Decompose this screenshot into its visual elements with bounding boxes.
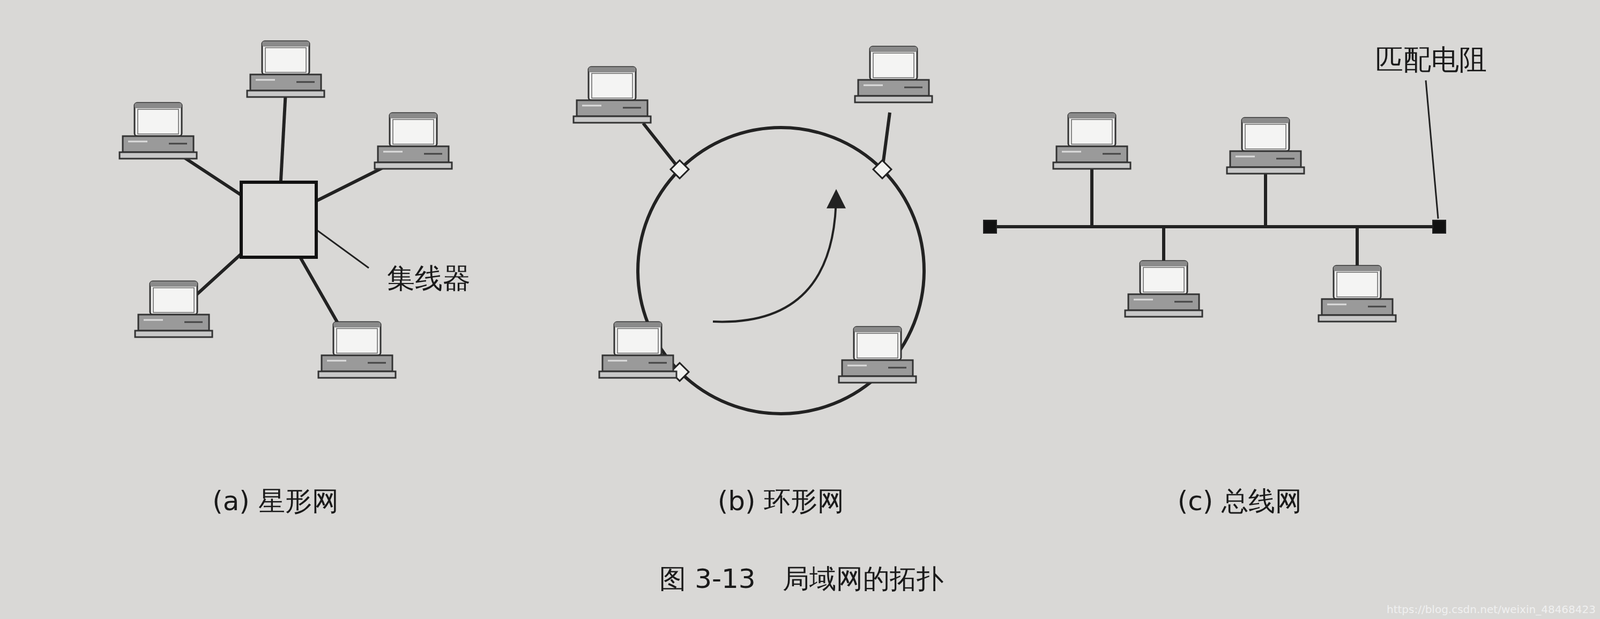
bus-network bbox=[983, 80, 1446, 269]
star-network bbox=[176, 91, 397, 333]
panel-caption: (a) 星形网 bbox=[212, 483, 339, 520]
panel-caption: (b) 环形网 bbox=[717, 483, 845, 520]
terminator-label: 匹配电阻 bbox=[1375, 41, 1487, 79]
hub-label: 集线器 bbox=[387, 259, 471, 298]
figure-caption: 图 3-13 局域网的拓扑 bbox=[659, 561, 943, 598]
bus-computers bbox=[1053, 113, 1396, 322]
star-computers bbox=[119, 41, 452, 378]
ring-network bbox=[637, 112, 925, 414]
ring-computers bbox=[573, 46, 933, 383]
panel-caption: (c) 总线网 bbox=[1177, 483, 1302, 520]
watermark: https://blog.csdn.net/weixin_48468423 bbox=[1386, 603, 1596, 616]
